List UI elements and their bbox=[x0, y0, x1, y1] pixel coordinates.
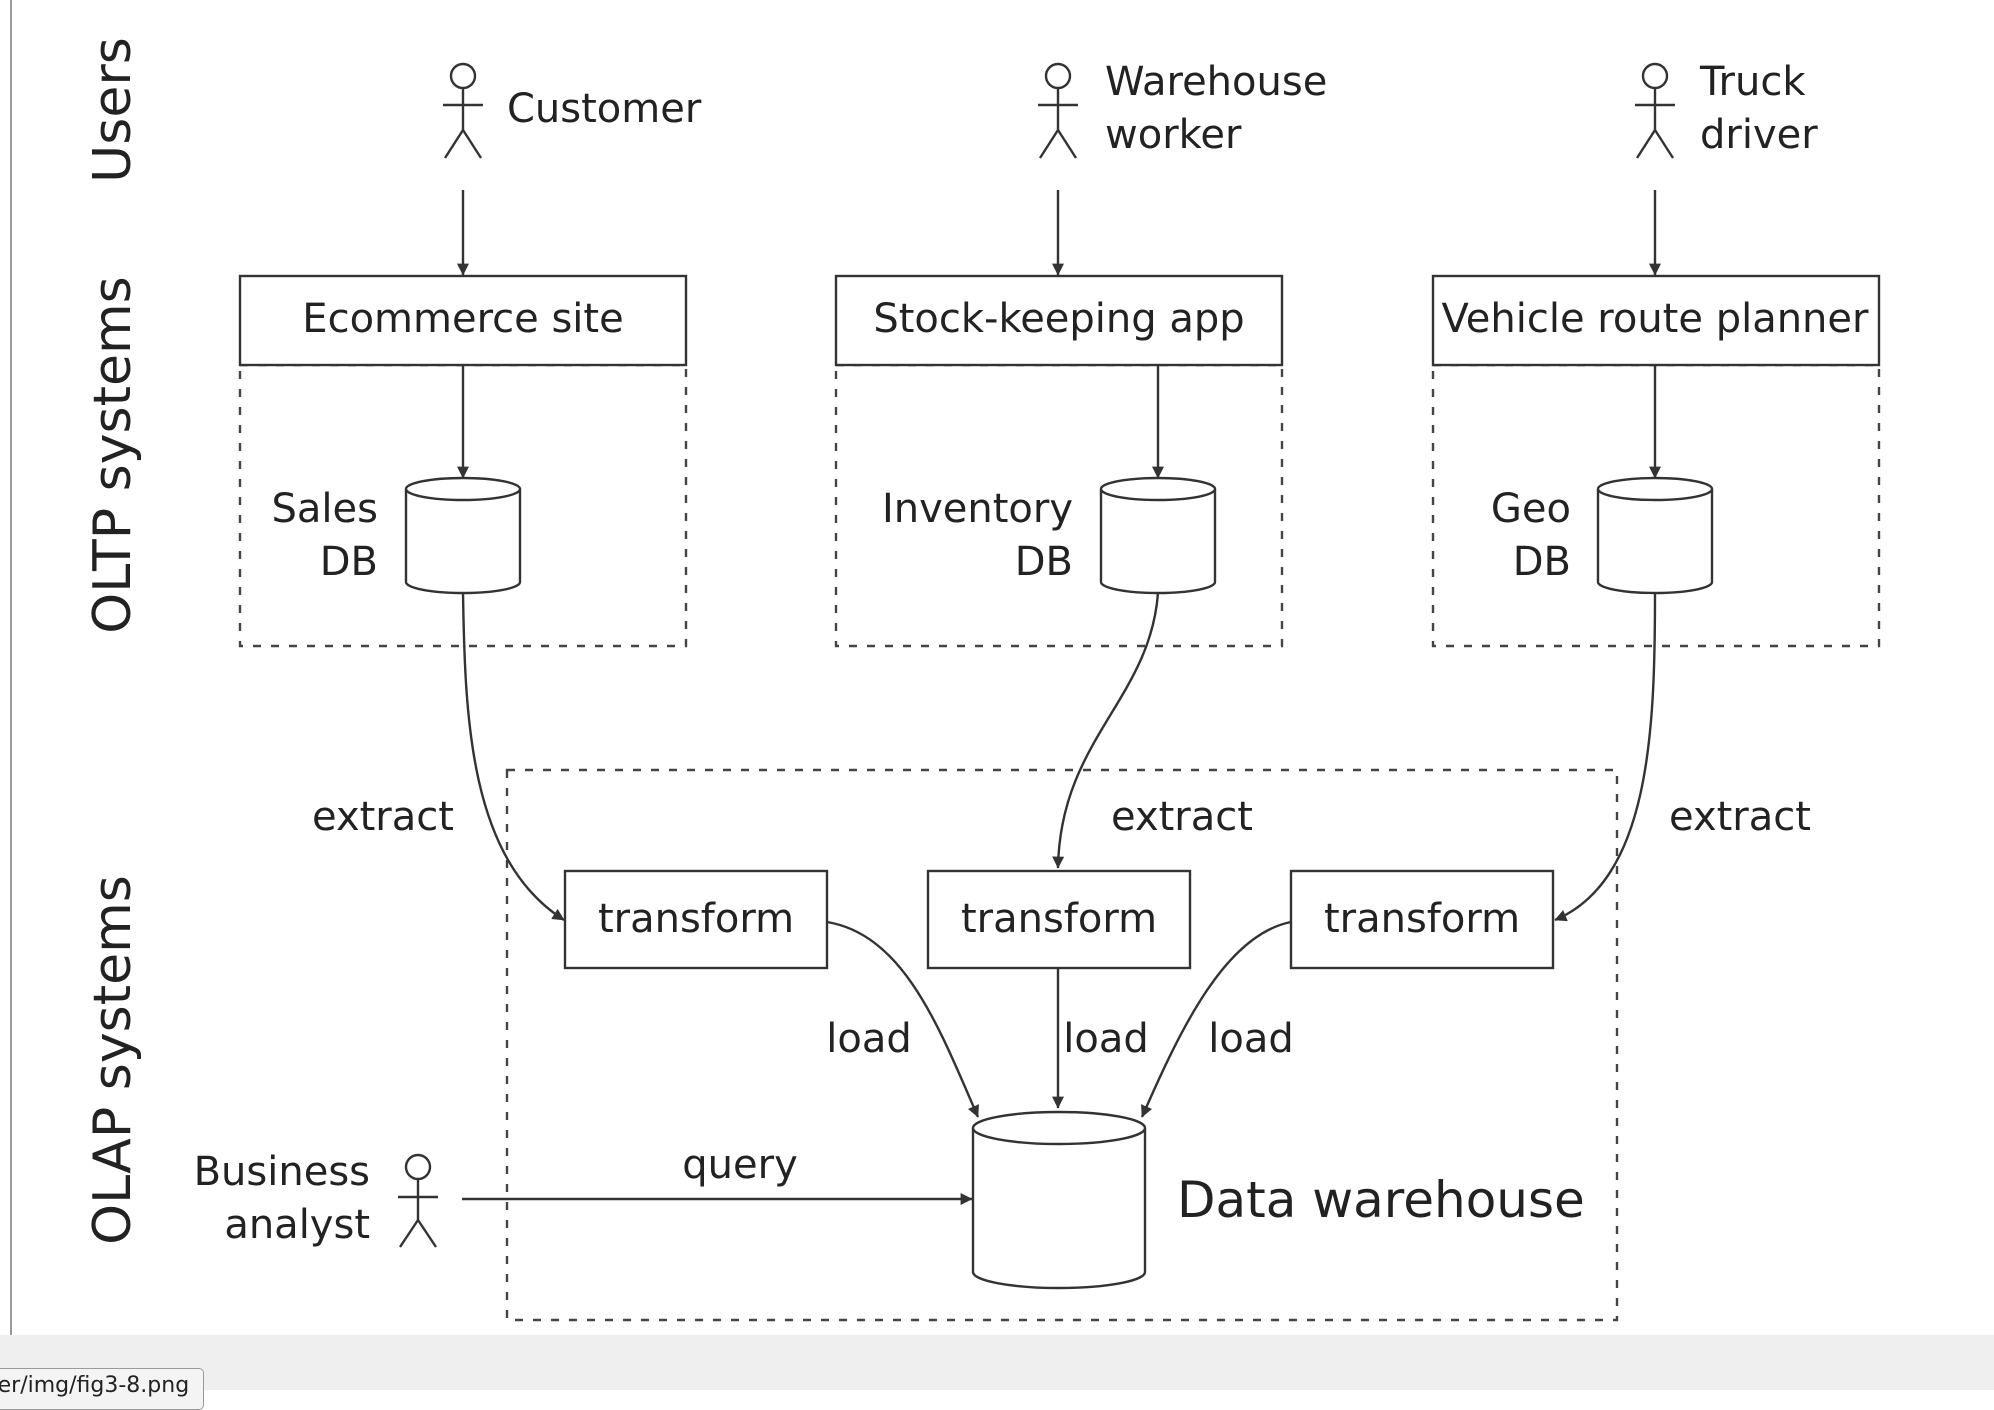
vehicle-route-planner-label: Vehicle route planner bbox=[1442, 296, 1869, 342]
sales-db-icon bbox=[404, 476, 522, 595]
warehouse-worker-actor-icon bbox=[1038, 62, 1078, 159]
customer-actor-icon bbox=[443, 62, 483, 159]
sales-db-label-line2: DB bbox=[320, 539, 378, 585]
query-label: query bbox=[682, 1142, 797, 1188]
geo-extract-arrow bbox=[1554, 592, 1657, 922]
data-warehouse-icon bbox=[971, 1110, 1147, 1290]
extract-label-left: extract bbox=[312, 794, 454, 840]
ecommerce-site-box bbox=[238, 274, 688, 367]
transform-label-right: transform bbox=[1324, 896, 1520, 942]
load-label-left: load bbox=[826, 1016, 912, 1062]
truck-driver-label-line1: Truck bbox=[1699, 59, 1806, 105]
inventory-db-label-line1: Inventory bbox=[882, 486, 1073, 532]
sales-extract-arrow bbox=[461, 592, 565, 922]
viewer-left-border bbox=[10, 0, 12, 1370]
load-label-right: load bbox=[1208, 1016, 1294, 1062]
load-label-center: load bbox=[1063, 1016, 1149, 1062]
truck-driver-label-line2: driver bbox=[1700, 112, 1818, 158]
load-arrow-right bbox=[1140, 920, 1292, 1118]
business-analyst-label-line2: analyst bbox=[224, 1202, 370, 1248]
lane-label-oltp: OLTP systems bbox=[83, 276, 143, 633]
extract-label-center: extract bbox=[1111, 794, 1253, 840]
sales-db-label-line1: Sales bbox=[272, 486, 378, 532]
transform-box-left bbox=[563, 869, 829, 970]
lane-label-users: Users bbox=[83, 37, 143, 183]
warehouse-worker-label-line1: Warehouse bbox=[1105, 59, 1327, 105]
stock-keeping-app-label: Stock-keeping app bbox=[873, 296, 1244, 342]
status-bar bbox=[0, 1335, 1994, 1390]
status-url-tooltip: ter/img/fig3-8.png bbox=[0, 1368, 205, 1410]
geo-db-label-line1: Geo bbox=[1491, 486, 1571, 532]
lane-label-olap: OLAP systems bbox=[83, 875, 143, 1245]
geo-db-label-line2: DB bbox=[1513, 539, 1571, 585]
olap-system-group bbox=[505, 768, 1619, 1322]
business-analyst-label-line1: Business bbox=[194, 1149, 370, 1195]
load-arrow-left bbox=[826, 920, 980, 1118]
transform-box-center bbox=[926, 869, 1192, 970]
data-warehouse-label: Data warehouse bbox=[1177, 1171, 1585, 1229]
inventory-extract-arrow bbox=[1052, 592, 1160, 869]
business-analyst-actor-icon bbox=[398, 1153, 438, 1248]
geo-db-icon bbox=[1596, 476, 1714, 595]
transform-label-left: transform bbox=[598, 896, 794, 942]
stock-keeping-app-box bbox=[834, 274, 1284, 367]
ecommerce-site-label: Ecommerce site bbox=[302, 296, 623, 342]
transform-box-right bbox=[1289, 869, 1555, 970]
warehouse-worker-label-line2: worker bbox=[1105, 112, 1242, 158]
transform-label-center: transform bbox=[961, 896, 1157, 942]
truck-driver-actor-icon bbox=[1635, 62, 1675, 159]
extract-label-right: extract bbox=[1669, 794, 1811, 840]
inventory-db-icon bbox=[1099, 476, 1217, 595]
inventory-db-label-line2: DB bbox=[1015, 539, 1073, 585]
customer-label: Customer bbox=[507, 86, 702, 132]
